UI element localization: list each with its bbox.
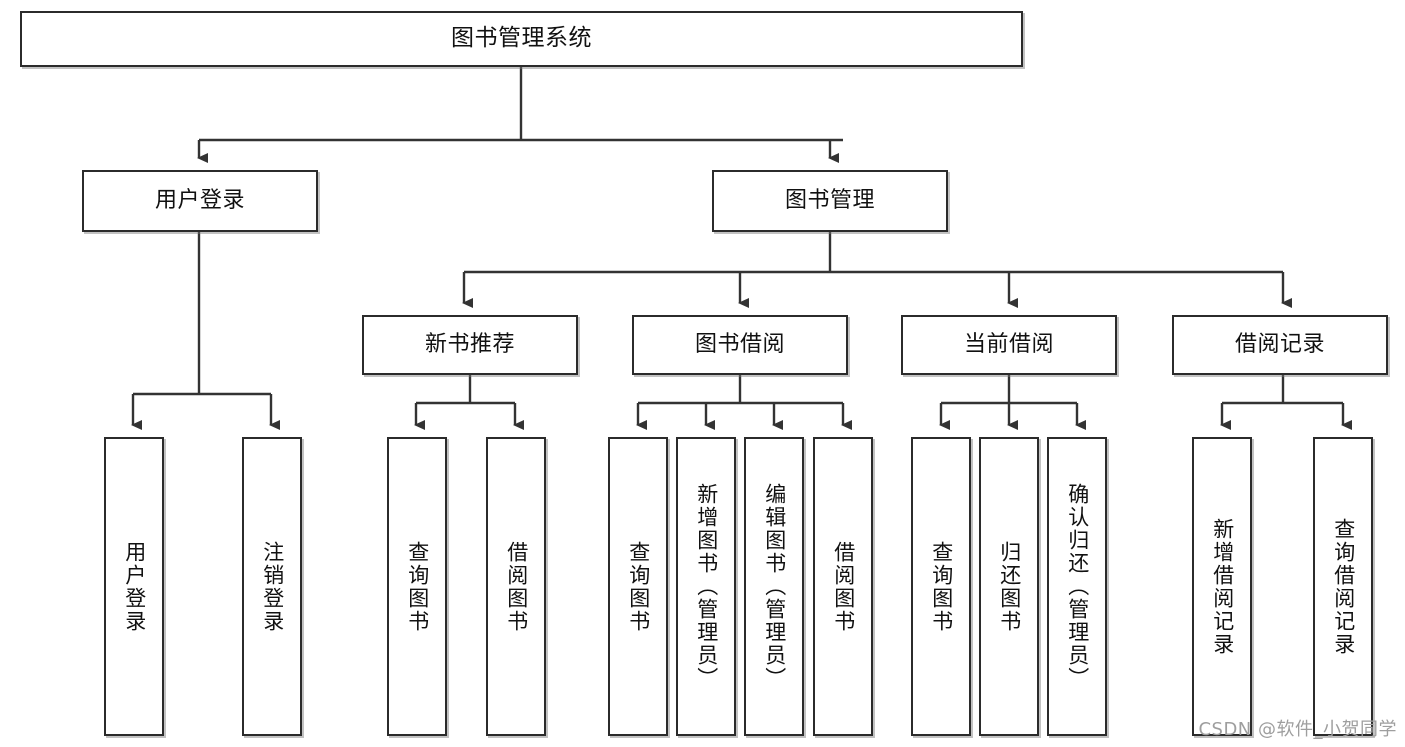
node-leaf-edit-book[interactable]: 编辑图书（管理员） <box>744 437 804 736</box>
node-user-login[interactable]: 用户登录 <box>82 170 318 232</box>
node-book-borrow[interactable]: 图书借阅 <box>632 315 848 375</box>
node-leaf-borrow-book-2[interactable]: 借阅图书 <box>813 437 873 736</box>
node-borrow-record-label: 借阅记录 <box>1234 332 1325 358</box>
node-leaf-query-book-2[interactable]: 查询图书 <box>608 437 668 736</box>
node-leaf-add-book-label: 新增图书（管理员） <box>694 483 719 690</box>
node-leaf-query-record[interactable]: 查询借阅记录 <box>1313 437 1373 736</box>
node-new-book-recommend[interactable]: 新书推荐 <box>362 315 578 375</box>
watermark-text: CSDN @软件_小贺同学 <box>1198 719 1397 740</box>
node-leaf-borrow-book-2-label: 借阅图书 <box>831 540 856 633</box>
node-leaf-confirm-return-label: 确认归还（管理员） <box>1065 483 1090 690</box>
node-borrow-record[interactable]: 借阅记录 <box>1172 315 1388 375</box>
node-leaf-query-book-2-label: 查询图书 <box>626 540 651 633</box>
node-leaf-confirm-return[interactable]: 确认归还（管理员） <box>1047 437 1107 736</box>
node-leaf-query-book-1[interactable]: 查询图书 <box>387 437 447 736</box>
node-book-management[interactable]: 图书管理 <box>712 170 948 232</box>
node-book-management-label: 图书管理 <box>784 188 875 214</box>
node-root-label: 图书管理系统 <box>451 25 592 52</box>
node-leaf-add-record-label: 新增借阅记录 <box>1210 517 1235 656</box>
node-book-borrow-label: 图书借阅 <box>694 332 785 358</box>
node-user-login-label: 用户登录 <box>154 188 245 214</box>
node-leaf-add-record[interactable]: 新增借阅记录 <box>1192 437 1252 736</box>
node-leaf-return-book-label: 归还图书 <box>997 540 1022 633</box>
node-current-borrow-label: 当前借阅 <box>963 332 1054 358</box>
node-leaf-query-book-1-label: 查询图书 <box>405 540 430 633</box>
node-leaf-query-book-3-label: 查询图书 <box>929 540 954 633</box>
node-leaf-add-book[interactable]: 新增图书（管理员） <box>676 437 736 736</box>
node-leaf-return-book[interactable]: 归还图书 <box>979 437 1039 736</box>
node-leaf-borrow-book-1[interactable]: 借阅图书 <box>486 437 546 736</box>
node-leaf-logout[interactable]: 注销登录 <box>242 437 302 736</box>
node-leaf-edit-book-label: 编辑图书（管理员） <box>762 483 787 690</box>
node-root[interactable]: 图书管理系统 <box>20 11 1023 67</box>
node-leaf-borrow-book-1-label: 借阅图书 <box>504 540 529 633</box>
node-leaf-user-login[interactable]: 用户登录 <box>104 437 164 736</box>
node-leaf-query-record-label: 查询借阅记录 <box>1331 517 1356 656</box>
node-leaf-user-login-label: 用户登录 <box>122 540 147 633</box>
node-leaf-query-book-3[interactable]: 查询图书 <box>911 437 971 736</box>
node-leaf-logout-label: 注销登录 <box>260 540 285 633</box>
node-new-book-recommend-label: 新书推荐 <box>424 332 515 358</box>
node-current-borrow[interactable]: 当前借阅 <box>901 315 1117 375</box>
